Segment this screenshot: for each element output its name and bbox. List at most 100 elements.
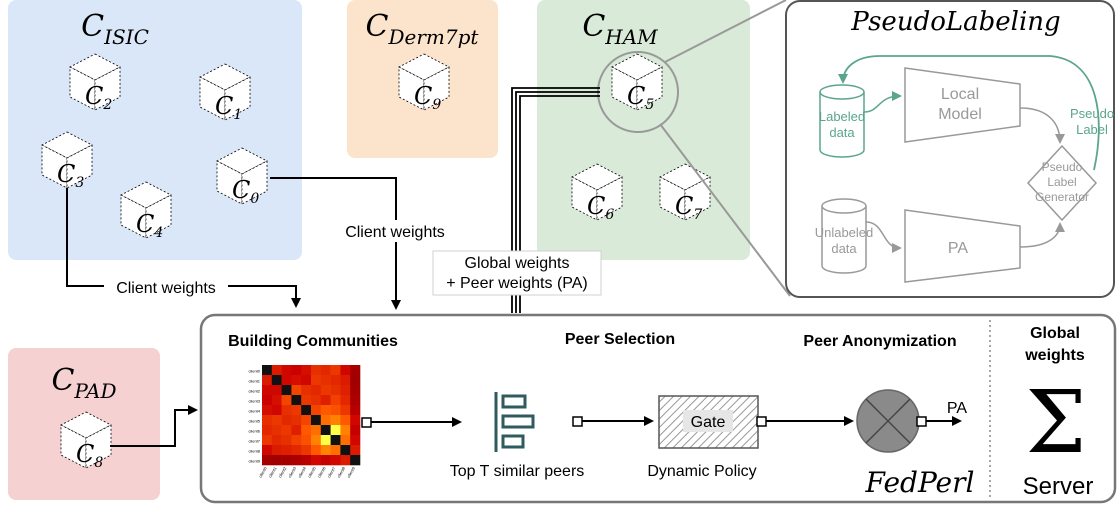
heatmap-cell [281, 405, 292, 416]
heatmap-cell [301, 415, 312, 426]
heatmap-cell [311, 445, 322, 456]
client-cube: C3 [41, 131, 93, 191]
heatmap-cell [301, 375, 312, 386]
labeled-to-model-arrow [863, 91, 902, 113]
heatmap-cell [311, 385, 322, 396]
heatmap-cell [330, 455, 341, 466]
client-cube: C6 [571, 163, 623, 223]
heatmap-cell [340, 375, 351, 386]
client-weights-left-label: Client weights [116, 280, 216, 297]
client-weights-right-bg [333, 220, 457, 242]
heatmap-cell [350, 405, 361, 416]
client-weights-right-arrow [270, 177, 401, 310]
heatmap-cell [311, 375, 322, 386]
selection-output-port [572, 416, 583, 427]
heatmap-cell [301, 395, 312, 406]
heatmap-cell [291, 415, 302, 426]
peer-anonymizer-icon [856, 389, 920, 453]
heatmap-cell [262, 385, 273, 396]
fedperl-panel [199, 313, 1117, 504]
heatmap-cell [330, 435, 341, 446]
svg-text:C5: C5 [627, 82, 654, 113]
top-peers-label: Top T similar peers [450, 463, 585, 480]
client-cube: C4 [120, 181, 172, 241]
labeled-data-cylinder [819, 84, 865, 158]
svg-text:C1: C1 [215, 92, 242, 123]
heatmap-cell [311, 435, 322, 446]
heatmap-cell [311, 395, 322, 406]
heatmap-row-label: client2 [248, 389, 260, 394]
client-weights-left-bg [104, 276, 228, 298]
heatmap-cell [311, 415, 322, 426]
heatmap-col-label: client3 [287, 465, 297, 478]
pa-block-label: PA [948, 240, 968, 257]
heatmap-cell [301, 365, 312, 376]
heatmap-cell [301, 455, 312, 466]
svg-text:C6: C6 [587, 192, 614, 223]
cluster-ham-title: CHAM [582, 9, 658, 49]
heatmap-cell [271, 455, 282, 466]
heatmap-cell [271, 405, 282, 416]
heatmap-cell [301, 385, 312, 396]
heatmap-cell [281, 435, 292, 446]
client-cube: C7 [659, 163, 711, 223]
unlabeled-data-cylinder [821, 198, 867, 274]
heatmap-cell [320, 435, 331, 446]
heatmap-cell [350, 435, 361, 446]
heatmap-cell [262, 415, 273, 426]
heatmap-cell [281, 375, 292, 386]
global-weights-line-3 [519, 95, 600, 313]
client-cube: C0 [216, 147, 268, 207]
heatmap-cell [262, 425, 273, 436]
heatmap-cell [291, 455, 302, 466]
heatmap-cell [320, 375, 331, 386]
global-weights-title: Global [1030, 325, 1080, 342]
pseudo-labeling-panel [785, 0, 1115, 298]
heatmap-cell [320, 405, 331, 416]
server-label: Server [1023, 473, 1094, 500]
heatmap-cell [320, 455, 331, 466]
heatmap-cell [340, 405, 351, 416]
heatmap-row-label: client8 [248, 449, 260, 454]
generator-label-2: Label [1047, 175, 1076, 189]
client-cube: C5 [611, 53, 663, 113]
heatmap-col-label: client1 [267, 465, 277, 478]
global-weights-label: Global weights [465, 255, 570, 272]
svg-text:C4: C4 [136, 210, 163, 241]
heatmap-cell [320, 445, 331, 456]
heatmap-cell [330, 405, 341, 416]
local-model-block [904, 67, 1021, 143]
heatmap-cell [340, 425, 351, 436]
pseudo-label-feedback-arrow [838, 55, 1100, 171]
unlabeled-data-label: Unlabeled [815, 225, 874, 240]
heatmap-cell [271, 425, 282, 436]
heatmap-cell [291, 385, 302, 396]
pa-block [904, 209, 1021, 283]
heatmap-col-label: client8 [336, 465, 346, 478]
pseudo-label-text: Pseudo [1070, 106, 1114, 121]
svg-text:C3: C3 [57, 160, 84, 191]
gate-label-bg [683, 410, 733, 432]
heatmap-cell [291, 445, 302, 456]
pseudo-labeling-title: PseudoLabeling [850, 7, 1060, 37]
heatmap-cell [281, 455, 292, 466]
local-model-label: Local [941, 86, 979, 103]
heatmap-cell [330, 395, 341, 406]
heatmap-cell [301, 405, 312, 416]
heatmap-cell [350, 375, 361, 386]
pad-to-fedperl-arrow [110, 405, 198, 447]
heatmap-cell [330, 365, 341, 376]
client-cube: C1 [199, 63, 251, 123]
heatmap-row-label: client6 [248, 429, 260, 434]
svg-text:C7: C7 [675, 192, 702, 223]
heatmap-col-label: client7 [326, 465, 336, 478]
heatmap-cell [320, 365, 331, 376]
model-to-generator-arrow [1019, 107, 1065, 144]
heatmap-cell [340, 455, 351, 466]
heatmap-cell [291, 405, 302, 416]
heatmap-col-label: client5 [307, 465, 317, 478]
heatmap-col-label: client2 [277, 465, 287, 478]
cluster-pad-title: CPAD [51, 363, 116, 403]
heatmap-cell [281, 415, 292, 426]
dynamic-policy-label: Dynamic Policy [647, 463, 756, 480]
